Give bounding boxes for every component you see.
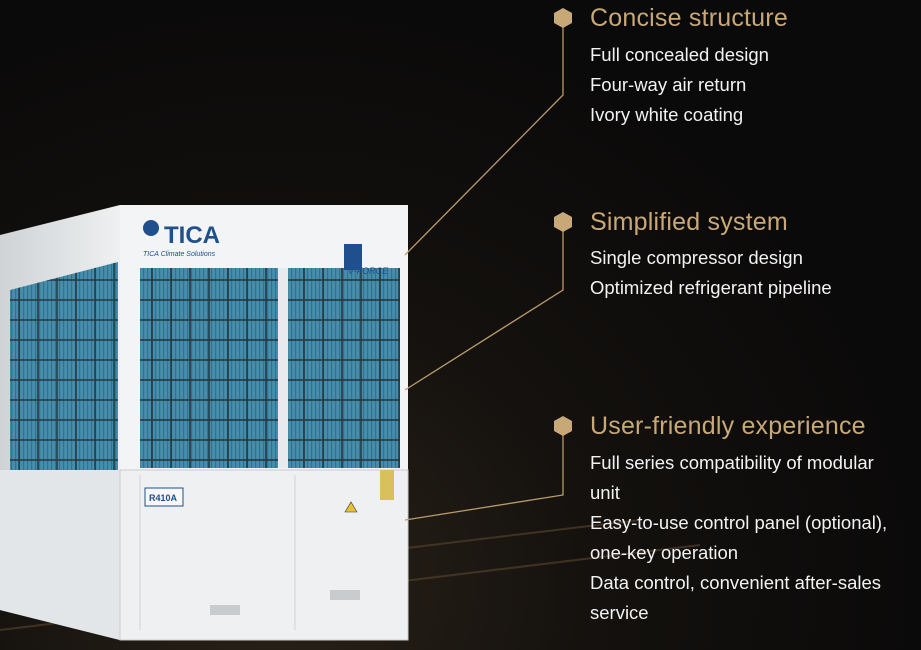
hexagon-bullet-icon: [554, 8, 572, 28]
brand-tagline: TICA Climate Solutions: [143, 251, 216, 258]
series-badge: V-FORCE: [348, 266, 389, 276]
hexagon-bullet-icon: [554, 212, 572, 232]
callout-leader-lines: [404, 22, 564, 521]
feature-line: Four-way air return: [590, 74, 747, 95]
refrigerant-label: R410A: [149, 493, 178, 503]
brand-logo-text: TICA: [164, 222, 220, 249]
tica-logo-icon: [143, 220, 159, 236]
feature-line: Full series compatibility of modular: [590, 452, 874, 473]
feature-title: User-friendly experience: [590, 412, 866, 440]
feature-line: Optimized refrigerant pipeline: [590, 277, 832, 298]
feature-title: Concise structure: [590, 4, 788, 32]
feature-line: service: [590, 602, 649, 623]
feature-title: Simplified system: [590, 208, 788, 236]
feature-line: Single compressor design: [590, 247, 803, 268]
feature-line: Ivory white coating: [590, 104, 744, 125]
hexagon-bullet-icon: [554, 416, 572, 436]
feature-line: unit: [590, 482, 620, 503]
feature-line: one-key operation: [590, 542, 739, 563]
feature-line: Full concealed design: [590, 44, 769, 65]
feature-line: Easy-to-use control panel (optional),: [590, 512, 888, 533]
feature-line: Data control, convenient after-sales: [590, 572, 882, 593]
vforce-badge-icon: [344, 244, 362, 270]
